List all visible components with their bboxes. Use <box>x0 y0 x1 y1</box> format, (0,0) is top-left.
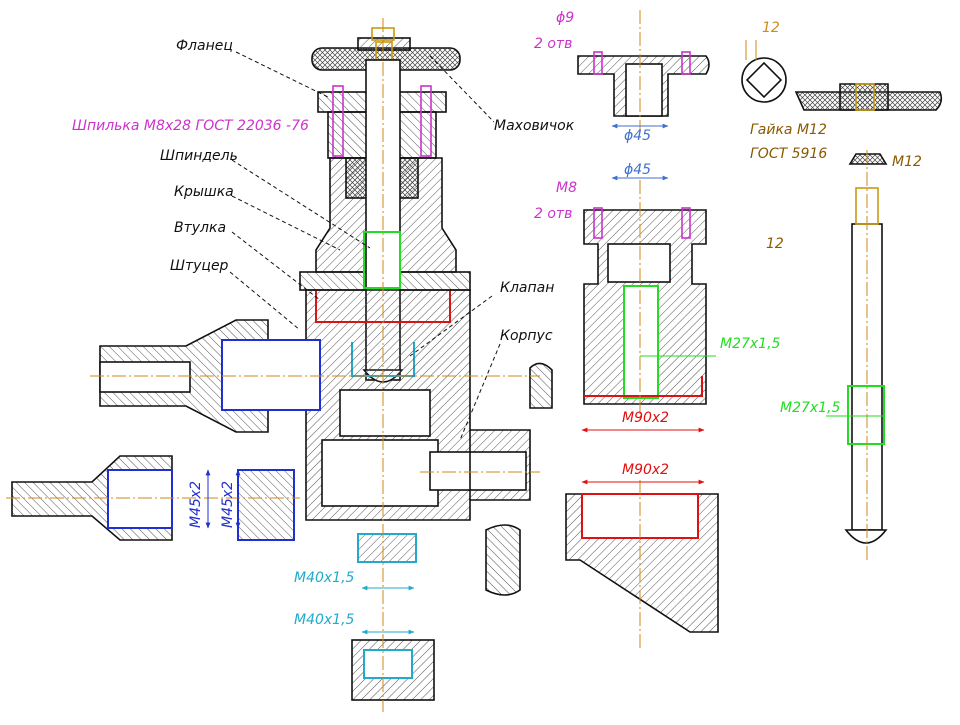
main-assembly <box>99 27 531 521</box>
label-flange: Фланец <box>176 38 233 54</box>
dim-m45-b: М45х2 <box>220 481 236 528</box>
label-cover: Крышка <box>174 184 234 200</box>
label-sleeve: Втулка <box>174 220 226 236</box>
label-body: Корпус <box>500 328 553 344</box>
center-lines <box>6 10 868 712</box>
dim-two-holes-b: 2 отв <box>534 206 572 222</box>
label-valve: Клапан <box>500 280 554 296</box>
dim-two-holes-a: 2 отв <box>534 36 572 52</box>
dim-m40-b: М40х1,5 <box>294 612 355 628</box>
dim-square-12-a: 12 <box>762 20 780 36</box>
body-fragment <box>565 493 719 633</box>
dim-phi45-a: ϕ45 <box>624 128 651 144</box>
dim-m90-a: М90х2 <box>622 410 669 426</box>
dim-m40-a: М40х1,5 <box>294 570 355 586</box>
dim-phi45-b: ϕ45 <box>624 162 651 178</box>
label-fitting: Штуцер <box>170 258 229 274</box>
fitting-detail <box>11 455 295 541</box>
label-handwheel: Маховичок <box>494 118 575 134</box>
label-spindle: Шпиндель <box>160 148 238 164</box>
valve-detail <box>351 362 553 701</box>
dim-m27-b: М27х1,5 <box>780 400 841 416</box>
dimension-labels: ϕ9 2 отв ϕ45 ϕ45 М8 2 отв 12 Гайка М12 Г… <box>188 10 922 628</box>
flange-detail <box>577 51 710 117</box>
dim-phi9: ϕ9 <box>556 10 574 26</box>
dim-m45-a: М45х2 <box>188 481 204 528</box>
handwheel-detail <box>741 57 943 111</box>
dim-nut: Гайка М12 <box>750 122 827 138</box>
dim-m27-a: М27х1,5 <box>720 336 781 352</box>
spindle-detail <box>844 153 888 544</box>
dim-m12: М12 <box>892 154 922 170</box>
dim-gost: ГОСТ 5916 <box>750 146 827 162</box>
cover-detail <box>583 207 707 405</box>
leader-lines <box>229 51 501 441</box>
part-labels: Фланец Шпилька М8х28 ГОСТ 22036 -76 Шпин… <box>72 38 575 344</box>
dim-square-12-b: 12 <box>766 236 784 252</box>
label-stud: Шпилька М8х28 ГОСТ 22036 -76 <box>72 118 309 134</box>
dim-m90-b: М90х2 <box>622 462 669 478</box>
dimension-lines <box>205 40 884 635</box>
dim-m8: М8 <box>556 180 577 196</box>
